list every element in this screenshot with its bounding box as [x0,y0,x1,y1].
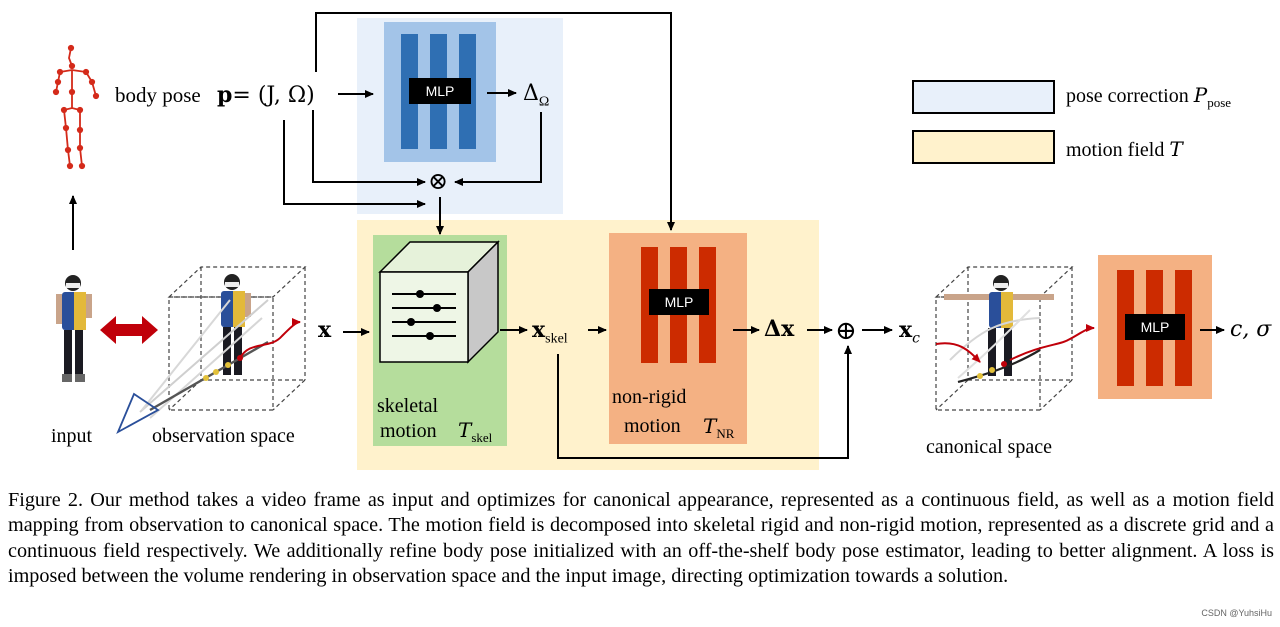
x-skel-label: xskel [532,317,568,347]
legend-pose-correction: pose correction Ppose [1066,83,1232,110]
camera-rays [139,299,301,419]
x-label: x [318,317,332,343]
canonical-person [944,275,1054,376]
body-pose-label: body pose [115,83,201,107]
skeletal-motion-label: motion [380,420,437,442]
add-operator: ⊕ [835,316,857,345]
pose-equation-rest: = (J, Ω) [232,83,315,108]
camera-frustum-icon [116,392,160,435]
delta-x-label: Δx [764,316,795,342]
canonical-space-label: canonical space [926,436,1053,458]
input-label: input [51,425,93,447]
delta-omega-label: ΔΩ [523,81,550,110]
legend-motion-field: motion field T [1066,137,1183,161]
legend-swatch-pose [912,80,1055,114]
multiply-operator: ⊗ [428,169,449,195]
pose-mlp-label: MLP [409,78,471,104]
watermark-credit: CSDN @YuhsiHu [1201,608,1272,618]
method-diagram [52,12,1225,470]
x-c-label: xc [899,317,920,347]
pose-equation: p= (J, Ω) [217,84,315,107]
canonical-rays [935,309,1095,384]
legend-swatch-motion [912,130,1055,164]
skeletal-grid-cube [378,240,500,364]
t-nr-label: TNR [703,414,735,441]
pose-symbol: p [217,82,233,108]
t-skel-label: Tskel [458,418,493,445]
input-person-image [56,275,92,382]
nr-motion-label: motion [624,415,681,437]
observation-space-label: observation space [152,425,295,447]
non-rigid-label: non-rigid [612,386,687,408]
flow-arrows [283,12,1225,459]
skeletal-label: skeletal [377,395,439,417]
nr-mlp-label: MLP [649,289,709,315]
output-label: c, σ [1230,317,1272,342]
appearance-mlp-label: MLP [1125,314,1185,340]
figure-caption: Figure 2. Our method takes a video frame… [8,489,1274,588]
observation-person [221,274,251,375]
red-double-arrow [100,316,158,344]
body-pose-skeleton [52,44,100,170]
